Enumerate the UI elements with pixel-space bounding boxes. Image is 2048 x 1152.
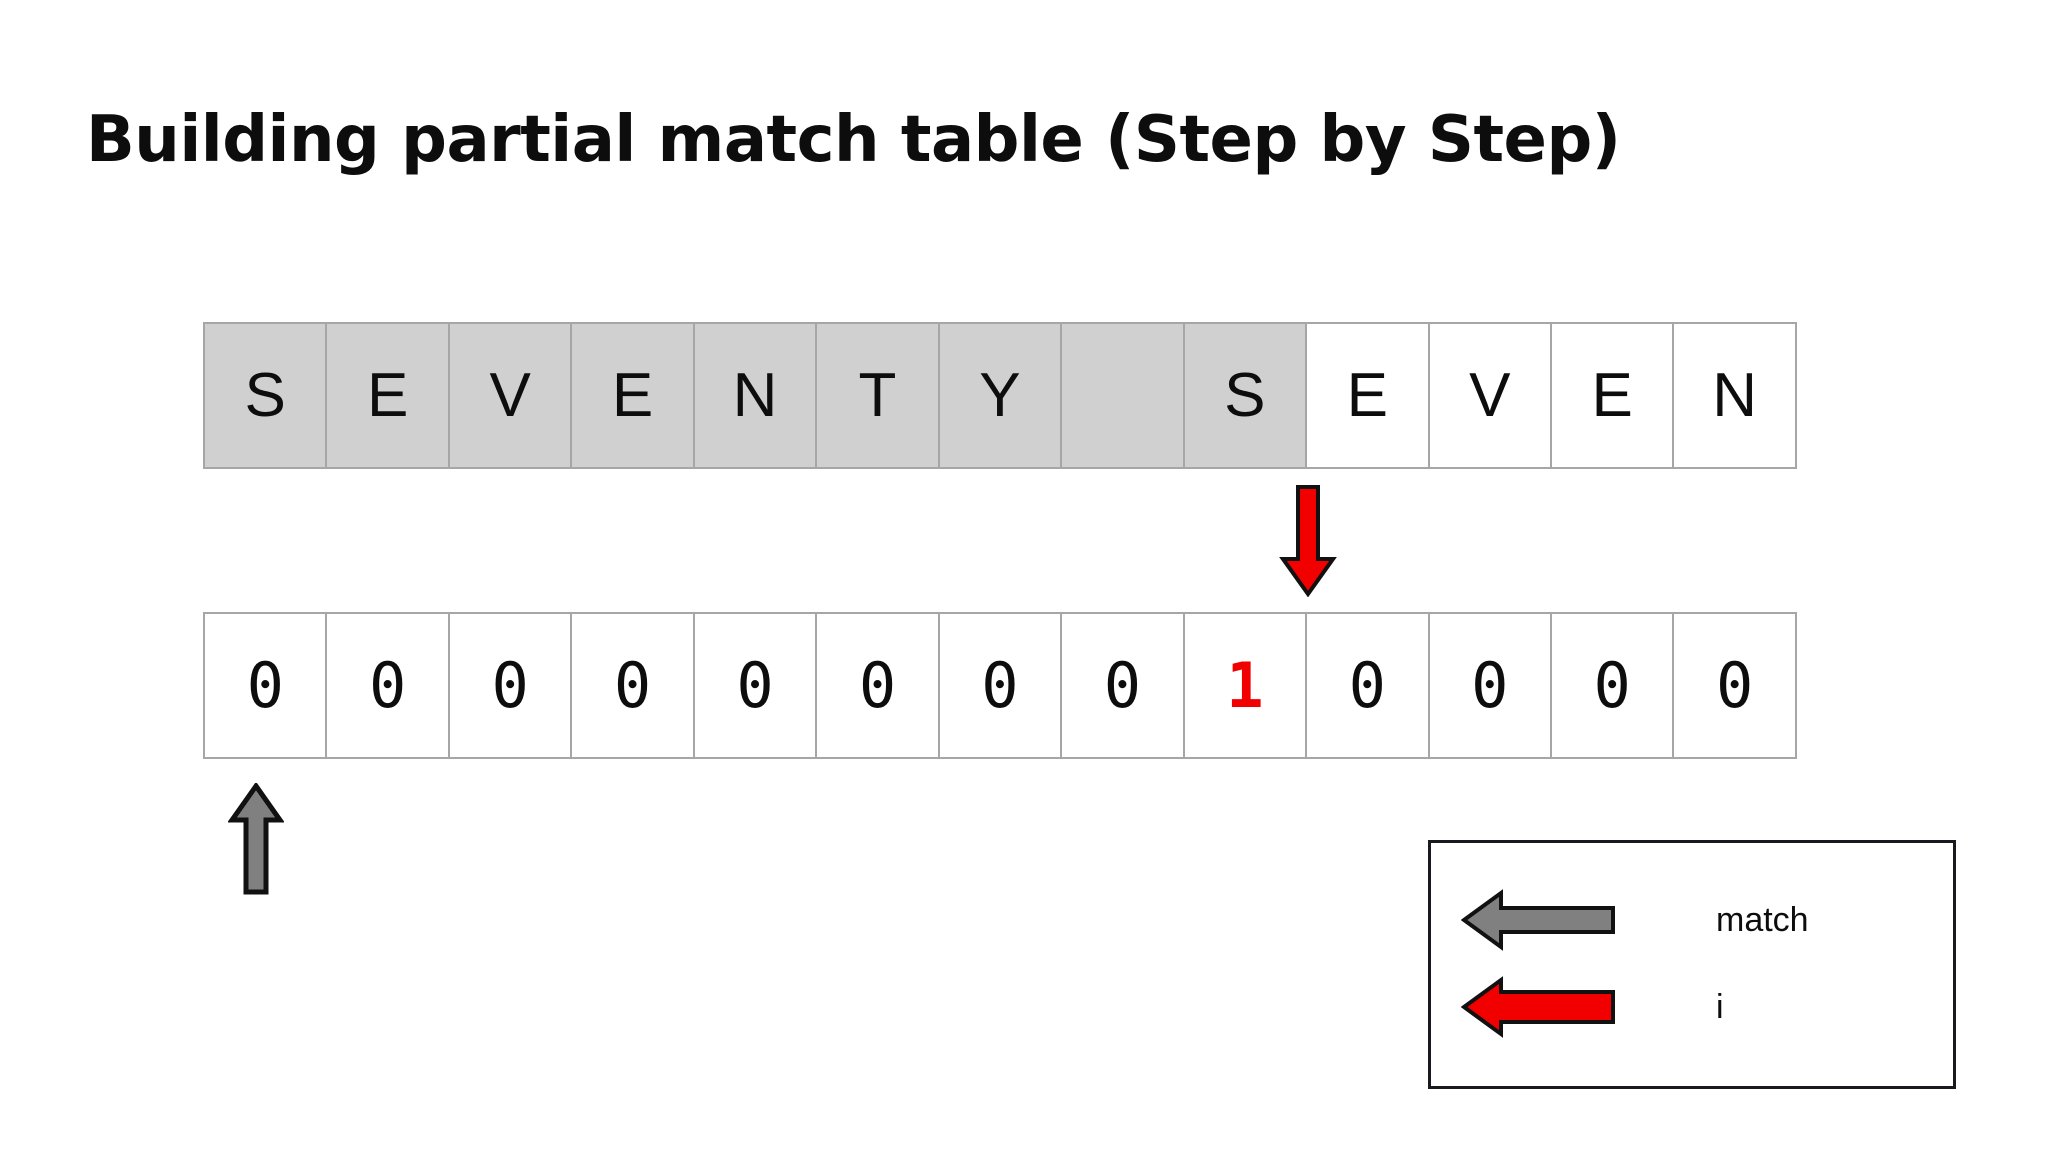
table-cell[interactable]: 0: [203, 612, 328, 759]
pattern-cell[interactable]: T: [815, 322, 940, 469]
table-cell-value: 1: [1226, 648, 1264, 722]
table-cell-value: 0: [858, 648, 897, 722]
table-cell-value: 0: [1471, 648, 1509, 722]
table-cell[interactable]: 0: [1427, 612, 1552, 759]
table-cell-value: 0: [1716, 648, 1754, 722]
pattern-cell-label: S: [244, 360, 286, 430]
pattern-cell[interactable]: N: [692, 322, 818, 469]
legend-box: match i: [1428, 840, 1956, 1089]
table-cell[interactable]: 0: [1060, 612, 1185, 759]
table-cell[interactable]: 0: [1305, 612, 1430, 759]
pattern-cell-label: N: [1712, 360, 1758, 430]
pattern-cell-label: T: [858, 360, 897, 430]
table-cell[interactable]: 0: [692, 612, 818, 759]
legend-entry-match: match: [1461, 889, 1809, 951]
pattern-cell-label: E: [1346, 360, 1388, 430]
table-cell-value: 0: [1593, 648, 1631, 722]
pattern-cell[interactable]: S: [203, 322, 328, 469]
pattern-cell[interactable]: E: [325, 322, 450, 469]
table-cell[interactable]: 0: [1549, 612, 1675, 759]
pattern-cell[interactable]: V: [447, 322, 573, 469]
legend-label-i: i: [1716, 988, 1724, 1026]
pattern-cell-label: Y: [979, 360, 1021, 430]
table-cell[interactable]: 0: [570, 612, 695, 759]
table-cell-value: 0: [981, 648, 1019, 722]
table-cell-value: 0: [491, 648, 529, 722]
table-cell-value: 0: [1348, 648, 1386, 722]
pattern-cell-label: E: [367, 360, 409, 430]
pattern-cell-label: V: [1469, 360, 1511, 430]
page-title: Building partial match table (Step by St…: [86, 103, 1621, 177]
table-cell[interactable]: 0: [1672, 612, 1797, 759]
pattern-cell-label: S: [1224, 360, 1266, 430]
pattern-cell-empty[interactable]: [1060, 322, 1185, 469]
arrow-left-icon: [1461, 889, 1615, 951]
table-cell-value: 0: [613, 648, 652, 722]
table-cell[interactable]: 0: [815, 612, 940, 759]
pattern-cell[interactable]: E: [1549, 322, 1675, 469]
pattern-cell[interactable]: Y: [937, 322, 1063, 469]
pattern-cell[interactable]: N: [1672, 322, 1797, 469]
pattern-cell[interactable]: E: [570, 322, 695, 469]
pattern-cell[interactable]: E: [1305, 322, 1430, 469]
partial-match-table-row: 0 0 0 0 0 0 0 0 1 0 0 0: [203, 612, 1821, 759]
arrow-up-icon: [228, 783, 284, 895]
table-cell[interactable]: 0: [325, 612, 450, 759]
pattern-cell-label: E: [1591, 360, 1633, 430]
table-cell-value: 0: [736, 648, 774, 722]
arrow-left-icon: [1461, 976, 1615, 1038]
legend-entry-i: i: [1461, 976, 1724, 1038]
table-cell-value: 0: [1103, 648, 1142, 722]
pattern-string-row: S E V E N T Y S E V E: [203, 322, 1821, 469]
legend-label-match: match: [1716, 901, 1809, 939]
table-cell[interactable]: 0: [447, 612, 573, 759]
pattern-cell-current[interactable]: S: [1182, 322, 1308, 469]
table-cell-highlighted[interactable]: 1: [1182, 612, 1308, 759]
arrow-down-icon: [1279, 485, 1337, 597]
table-cell-value: 0: [246, 648, 284, 722]
pattern-cell-label: E: [611, 360, 654, 430]
pattern-cell-label: V: [489, 360, 531, 430]
pattern-cell-label: N: [732, 360, 778, 430]
table-cell-value: 0: [369, 648, 407, 722]
pattern-cell[interactable]: V: [1427, 322, 1552, 469]
table-cell[interactable]: 0: [937, 612, 1063, 759]
